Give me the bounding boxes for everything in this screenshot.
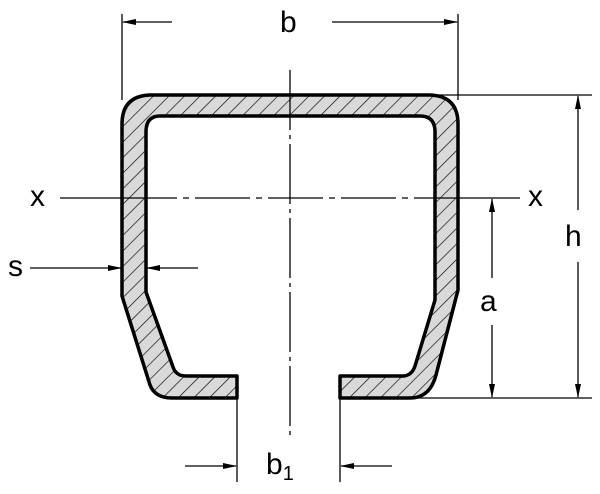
dimension-b1 [185, 398, 392, 482]
label-x-right: x [528, 180, 543, 213]
dimension-h [412, 94, 592, 399]
label-s: s [8, 250, 23, 283]
label-b1-subscript: 1 [282, 463, 294, 485]
dimension-b [121, 14, 459, 100]
label-b: b [280, 6, 297, 39]
label-a: a [480, 285, 497, 318]
label-h: h [565, 220, 582, 253]
rail-profile-section [120, 93, 460, 400]
label-b1-main: b [266, 448, 283, 481]
label-x-left: x [30, 180, 45, 213]
label-b1: b1 [266, 448, 294, 485]
